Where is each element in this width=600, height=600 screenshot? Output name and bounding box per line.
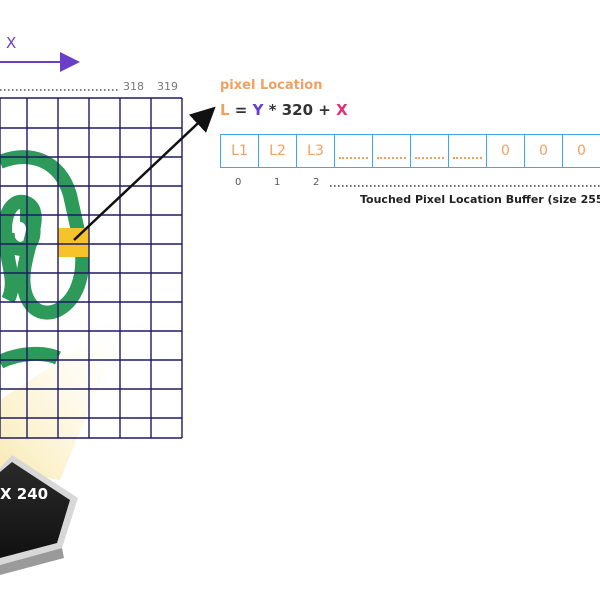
formula-title: pixel Location bbox=[220, 78, 323, 93]
formula-x: X bbox=[336, 101, 348, 119]
buffer-cell: L1 bbox=[220, 134, 259, 168]
buffer-cell: L2 bbox=[258, 134, 297, 168]
buffer-ellipsis bbox=[415, 157, 444, 159]
formula-y: Y bbox=[252, 101, 264, 119]
buffer-cell: 0 bbox=[486, 134, 525, 168]
buffer-caption: Touched Pixel Location Buffer (size 255 bbox=[360, 193, 600, 206]
pixel-location-buffer: L1 L2 L3 0 0 0 bbox=[220, 134, 600, 170]
buffer-cell: L3 bbox=[296, 134, 335, 168]
buffer-ellipsis bbox=[339, 157, 368, 159]
buffer-cell-value: 0 bbox=[501, 143, 510, 159]
buffer-cell bbox=[372, 134, 411, 168]
pixel-location-formula: L = Y * 320 + X bbox=[220, 101, 348, 119]
buffer-cell bbox=[448, 134, 487, 168]
x-axis-label: X bbox=[6, 34, 17, 52]
tick-318: 318 bbox=[123, 80, 144, 93]
buffer-index: 0 bbox=[235, 177, 242, 188]
formula-eq: = bbox=[229, 101, 253, 119]
tick-319: 319 bbox=[157, 80, 178, 93]
buffer-cell-value: L3 bbox=[307, 143, 324, 159]
buffer-cell: 0 bbox=[562, 134, 600, 168]
buffer-cell-value: 0 bbox=[539, 143, 548, 159]
formula-mul: * 320 + bbox=[263, 101, 337, 119]
buffer-cell-value: L1 bbox=[231, 143, 248, 159]
formula-l: L bbox=[220, 101, 230, 119]
pixel-grid bbox=[0, 97, 183, 439]
buffer-index: 2 bbox=[313, 177, 320, 188]
screen-size-label: X 240 bbox=[0, 485, 49, 503]
buffer-cell-value: 0 bbox=[577, 143, 586, 159]
buffer-ellipsis bbox=[453, 157, 482, 159]
buffer-ellipsis bbox=[377, 157, 406, 159]
buffer-cell bbox=[410, 134, 449, 168]
touched-pixel bbox=[58, 228, 89, 257]
buffer-cell-value: L2 bbox=[269, 143, 286, 159]
buffer-cell: 0 bbox=[524, 134, 563, 168]
buffer-index: 1 bbox=[274, 177, 281, 188]
buffer-cell bbox=[334, 134, 373, 168]
pixel-to-formula-arrow bbox=[73, 106, 216, 241]
touch-screen-device bbox=[0, 455, 78, 575]
